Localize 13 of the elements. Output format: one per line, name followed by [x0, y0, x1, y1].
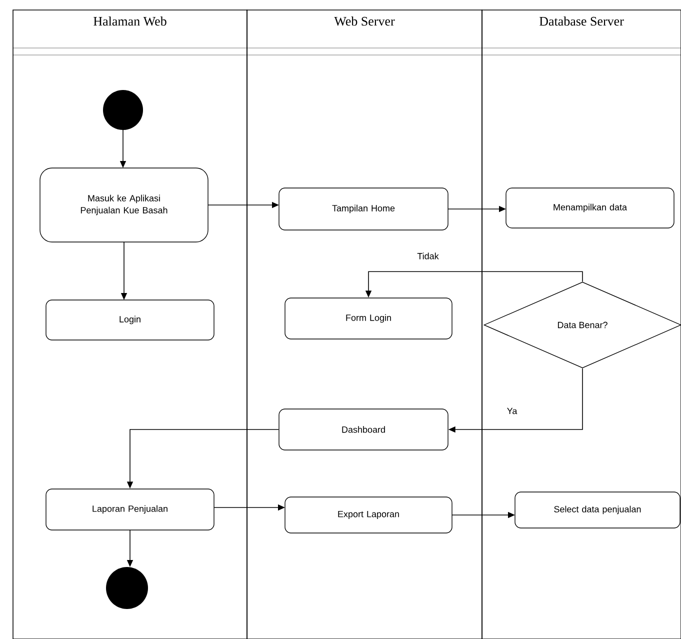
activity-box: Select data penjualan: [514, 492, 680, 528]
activity-box: Menampilkan data: [506, 188, 674, 228]
activity-box: Masuk ke Aplikasi Penjualan Kue Basah: [40, 168, 208, 242]
activity-box: Form Login: [284, 298, 452, 340]
activity-box: Laporan Penjualan: [46, 488, 214, 530]
activity-box: Export Laporan: [284, 496, 452, 534]
start-node: [103, 90, 143, 130]
edge-label: Ya: [506, 406, 518, 416]
activity-box: Login: [46, 300, 214, 340]
activity-box: Tampilan Home: [278, 188, 448, 230]
end-node: [106, 566, 148, 609]
activity-box: Dashboard: [278, 408, 448, 450]
edge-label: Tidak: [416, 252, 440, 260]
